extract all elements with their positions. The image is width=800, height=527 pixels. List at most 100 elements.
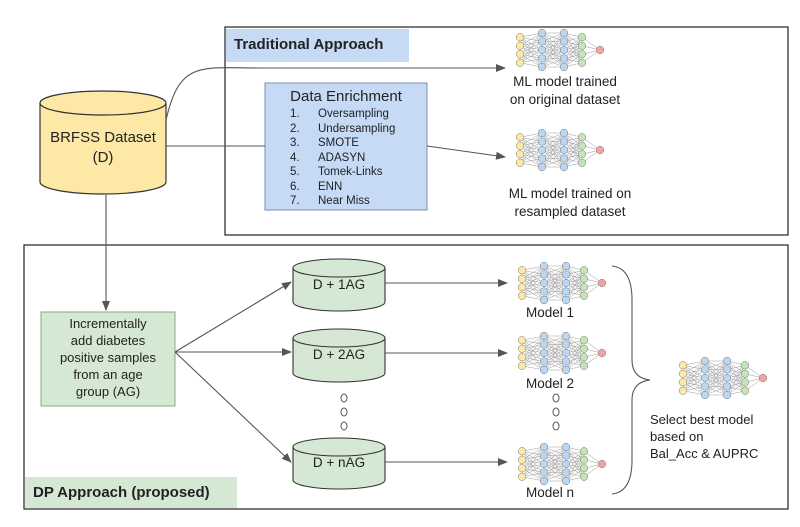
nn-node xyxy=(577,33,587,42)
dp-title-bg xyxy=(25,477,237,508)
enrichment-method-item: 6.ENN xyxy=(290,180,395,195)
traditional-approach-title: Traditional Approach xyxy=(234,36,384,53)
enrichment-method-name: Oversampling xyxy=(318,108,389,120)
model-1-label: Model 1 xyxy=(525,305,575,320)
nn-icon-model-1 xyxy=(517,261,607,305)
nn-connection xyxy=(565,348,585,371)
enrichment-method-item: 2.Undersampling xyxy=(290,122,395,137)
nn-connection xyxy=(543,335,567,354)
nn-node xyxy=(539,468,549,477)
nn-icon-model-2 xyxy=(517,331,607,375)
nn-node xyxy=(539,442,549,452)
nn-node xyxy=(561,340,571,349)
nn-connection xyxy=(519,132,543,146)
nn-connection xyxy=(521,344,545,366)
nn-connection xyxy=(521,265,545,296)
nn-connection xyxy=(521,446,545,477)
nn-node xyxy=(579,266,589,275)
nn-connection xyxy=(541,32,565,68)
nn-node xyxy=(515,50,525,59)
nn-connection xyxy=(543,352,567,371)
nn-node xyxy=(579,283,589,292)
nn-connection xyxy=(565,459,585,482)
enrichment-method-name: ENN xyxy=(318,180,343,193)
incremental-box-line: group (AG) xyxy=(75,384,141,399)
nn-connection xyxy=(521,446,545,460)
nn-connection xyxy=(521,446,545,469)
nn-node xyxy=(561,442,571,452)
nn-node xyxy=(579,353,589,362)
nn-connection xyxy=(704,377,728,396)
nn-node xyxy=(537,145,547,155)
nn-node xyxy=(579,361,589,370)
nn-node xyxy=(517,274,527,283)
nn-node xyxy=(559,54,569,63)
cylinder-ellipsis-dots xyxy=(340,393,348,431)
nn-connection xyxy=(541,41,565,68)
nn-node xyxy=(561,365,571,375)
nn-node xyxy=(678,369,688,378)
nn-connection xyxy=(521,352,545,366)
nn-node xyxy=(539,365,549,375)
nn-connection xyxy=(563,37,583,68)
incremental-box-line: add diabetes xyxy=(70,333,146,348)
nn-node xyxy=(539,348,549,358)
nn-node xyxy=(537,137,547,146)
nn-connection xyxy=(521,335,545,349)
nn-node xyxy=(577,58,587,67)
nn-node xyxy=(577,41,587,50)
nn-node xyxy=(700,390,710,400)
nn-node xyxy=(537,162,547,172)
nn-connection xyxy=(682,377,706,391)
nn-connection xyxy=(543,265,567,284)
nn-node xyxy=(561,459,571,469)
nn-connection xyxy=(726,373,746,396)
nn-node xyxy=(597,348,607,358)
enrichment-method-name: Near Miss xyxy=(318,195,370,207)
data-enrichment-box xyxy=(264,82,428,211)
nn-node xyxy=(722,382,732,391)
original-model-caption: ML model trained on original dataset xyxy=(490,73,640,109)
nn-node xyxy=(517,472,527,481)
nn-connection xyxy=(521,265,545,279)
dp-panel xyxy=(23,244,789,510)
enrichment-method-number: 7. xyxy=(290,195,300,207)
nn-node xyxy=(537,154,547,163)
nn-node xyxy=(561,261,571,271)
nn-connection xyxy=(543,265,567,292)
nn-node xyxy=(537,62,547,72)
nn-node xyxy=(579,274,589,283)
brfss-dataset-label: BRFSS Dataset (D) xyxy=(40,128,166,168)
enrichment-method-number: 1. xyxy=(290,108,300,120)
original-model-caption-line-2: on original dataset xyxy=(509,92,621,107)
nn-icon-original-model xyxy=(515,28,605,72)
nn-connection xyxy=(519,32,543,46)
nn-node xyxy=(561,451,571,460)
nn-node xyxy=(559,137,569,146)
arrow-incremental-to-1ag xyxy=(174,281,292,353)
nn-connection xyxy=(543,446,567,482)
brfss-dataset-symbol: (D) xyxy=(92,149,114,166)
nn-node xyxy=(561,331,571,341)
cylinder-label-nag: D + nAG xyxy=(312,455,366,470)
nn-connection xyxy=(521,455,545,477)
nn-node xyxy=(561,278,571,288)
nn-node xyxy=(678,361,688,370)
nn-connection xyxy=(726,365,746,387)
cylinder-label-2ag: D + 2AG xyxy=(312,347,366,362)
nn-node xyxy=(559,37,569,46)
nn-node xyxy=(577,150,587,159)
nn-connection xyxy=(541,49,565,68)
nn-node xyxy=(561,476,571,486)
traditional-title-bg xyxy=(226,29,409,62)
nn-connection xyxy=(565,451,585,473)
nn-connection xyxy=(543,335,567,371)
nn-connection xyxy=(543,274,567,301)
nn-node xyxy=(722,365,732,374)
dp-approach-title: DP Approach (proposed) xyxy=(33,484,210,501)
nn-node xyxy=(561,270,571,279)
nn-node xyxy=(515,150,525,159)
enrichment-method-item: 1. Oversampling xyxy=(290,107,395,122)
